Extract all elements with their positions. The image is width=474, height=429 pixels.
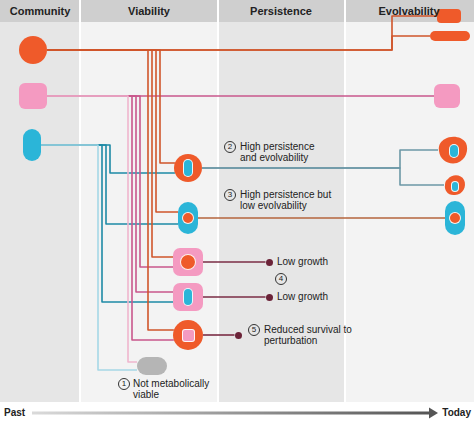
lineage-connector xyxy=(47,96,173,267)
column-heading: Community xyxy=(0,5,80,17)
inner-partner xyxy=(182,329,195,342)
lineage-connector xyxy=(47,50,178,212)
evolved-consortium xyxy=(445,201,465,235)
lineage-connector xyxy=(198,217,445,219)
end-dot: 5Reduced survival to perturbation xyxy=(235,332,242,339)
evolved-lineage xyxy=(430,31,470,41)
evolved-consortium xyxy=(438,136,468,164)
lineage-connector xyxy=(47,50,173,257)
nonviable-consortium: 1Not metabolically viable xyxy=(137,357,167,375)
community-member xyxy=(19,36,47,64)
lineage-connector xyxy=(47,96,137,362)
consortium-cell xyxy=(173,248,203,276)
inner-partner xyxy=(180,254,196,270)
consortium-cell xyxy=(173,320,203,350)
lineage-connector xyxy=(47,50,174,330)
lineage-connector xyxy=(47,16,437,50)
callout-number: 1 xyxy=(118,378,130,390)
annotation-text: Low growth xyxy=(277,291,328,302)
column-band xyxy=(80,0,218,402)
inner-partner xyxy=(182,212,194,224)
consortium-cell xyxy=(173,283,203,311)
lineage-connector xyxy=(202,168,444,185)
callout-number: 5 xyxy=(248,324,260,336)
lineage-connector xyxy=(47,96,173,292)
column-divider xyxy=(217,0,219,402)
column-heading: Persistence xyxy=(221,5,341,17)
inner-partner xyxy=(449,212,461,224)
lineage-connector xyxy=(203,261,266,263)
lineage-connector xyxy=(41,145,137,370)
time-label: Past xyxy=(4,407,25,419)
lineage-connector xyxy=(203,334,235,336)
evolved-lineage xyxy=(434,84,460,108)
callout-number: 3 xyxy=(224,189,236,201)
lineage-connector xyxy=(47,36,430,50)
time-arrow xyxy=(32,412,430,415)
inner-partner xyxy=(183,288,193,306)
blob-shape xyxy=(439,137,467,164)
end-dot: Low growth xyxy=(266,294,273,301)
time-arrowhead xyxy=(429,408,438,419)
lineage-connector xyxy=(41,145,175,173)
annotation-text: Reduced survival to perturbation xyxy=(264,324,360,346)
inner-partner xyxy=(449,144,459,158)
blob-shape xyxy=(445,175,465,195)
inner-partner xyxy=(451,181,459,192)
time-label: Today xyxy=(442,407,471,419)
inner-partner xyxy=(183,159,193,177)
lineage-connector xyxy=(41,145,178,224)
lineage-connector xyxy=(202,150,438,168)
column-heading: Viability xyxy=(89,5,209,17)
lineage-connector xyxy=(47,96,174,340)
annotation-text: High persistence but low evolvability xyxy=(240,189,344,211)
column-band xyxy=(345,0,474,402)
consortium-cell: 3High persistence but low evolvability xyxy=(178,202,198,234)
consortium-cell: 2High persistence and evolvability xyxy=(174,154,202,182)
column-divider xyxy=(79,0,81,402)
annotation-text: Not metabolically viable xyxy=(133,378,223,400)
evolved-consortium xyxy=(444,174,466,196)
header-band xyxy=(0,0,474,22)
community-member xyxy=(23,129,41,161)
callout-number: 2 xyxy=(224,141,236,153)
column-band xyxy=(0,0,80,402)
annotation-text: High persistence and evolvability xyxy=(240,141,326,163)
community-member xyxy=(19,83,47,109)
end-dot: Low growth xyxy=(266,259,273,266)
column-divider xyxy=(344,0,346,402)
column-heading: Evolvability xyxy=(349,5,469,17)
annotation-text: Low growth xyxy=(277,256,328,267)
callout-number: 4 xyxy=(275,273,287,285)
lineage-connector xyxy=(41,145,173,302)
lineage-connector xyxy=(203,296,266,298)
evolved-lineage xyxy=(437,9,461,23)
